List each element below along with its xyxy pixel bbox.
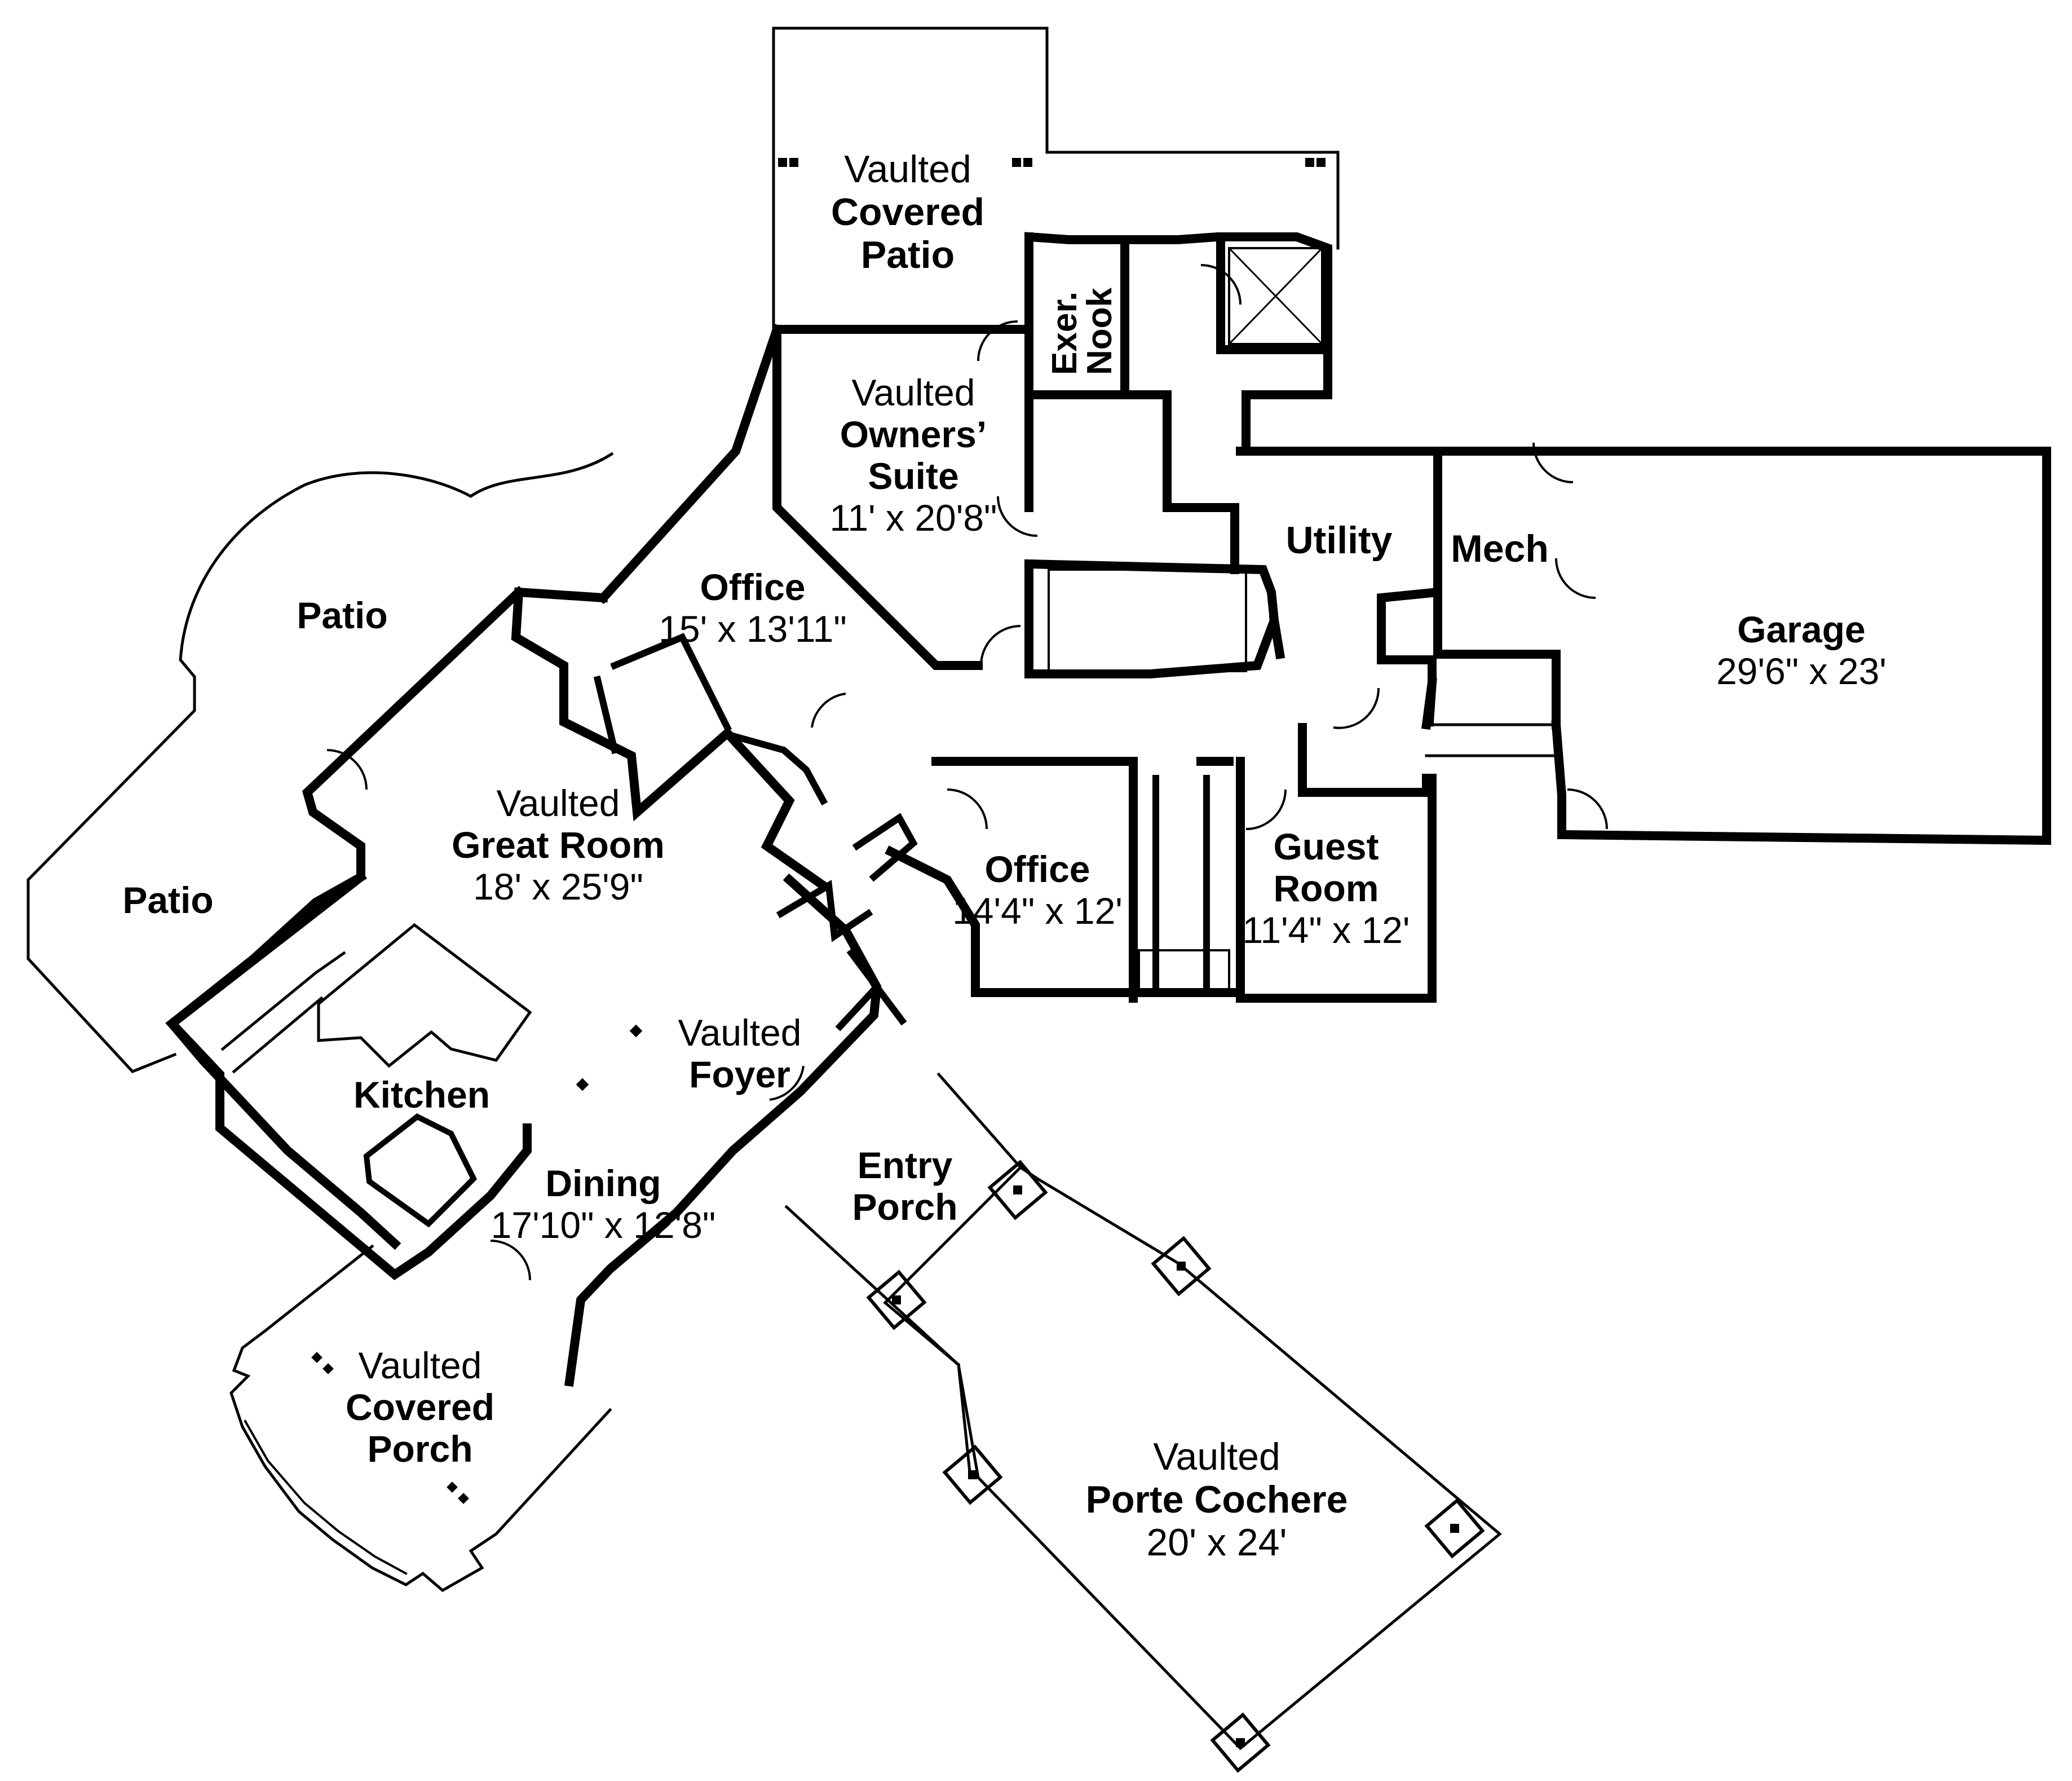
patio-lower-label: Patio <box>122 879 214 921</box>
kitchen-label: Kitchen <box>353 1074 491 1116</box>
great-room-label: Vaulted Great Room 18' x 25'9" <box>452 782 665 907</box>
dining-label: Dining 17'10" x 12'8" <box>491 1162 716 1246</box>
shower <box>1228 247 1323 345</box>
covered-patio-top-label: Vaulted Covered Patio <box>830 148 985 277</box>
lower-rooms-walls <box>885 723 1437 1003</box>
fireplace-hearth <box>363 1113 478 1228</box>
exterior-wall-main <box>165 323 1033 1280</box>
patio-upper-label: Patio <box>297 594 388 636</box>
covered-porch-label: Vaulted Covered Porch <box>345 1344 495 1470</box>
master-tub <box>1048 568 1247 672</box>
bathtub <box>1138 949 1230 991</box>
patio-outline <box>26 452 614 1073</box>
kitchen-counter <box>220 951 346 1074</box>
kitchen-island <box>317 923 532 1068</box>
covered-patio-top-outline <box>772 27 1340 331</box>
utility-label: Utility <box>1285 519 1393 562</box>
exterior-wall-kitchen <box>165 871 401 1250</box>
owners-bath-walls <box>1024 232 1332 557</box>
covered-porch-outline <box>229 1244 612 1593</box>
exer-nook-label: Exer. Nook <box>1045 288 1119 375</box>
mech-label: Mech <box>1451 527 1549 570</box>
owners-suite-label: Vaulted Owners’ Suite 11' x 20'8" <box>829 372 997 539</box>
office-upper-label: Office 15' x 13'11" <box>659 566 847 650</box>
garage-walls <box>1421 447 2051 845</box>
utility-walls <box>1024 447 1442 727</box>
foyer-label: Vaulted Foyer <box>678 1012 802 1095</box>
exterior-wall-foyer <box>564 873 882 1387</box>
garage-label: Garage 29'6" x 23' <box>1716 609 1887 692</box>
office-lower-label: Office 14'4" x 12' <box>952 848 1123 932</box>
guest-room-label: Guest Room 11'4" x 12' <box>1242 826 1410 951</box>
entry-porch-label: Entry Porch <box>852 1144 958 1228</box>
covered-porch-inner <box>244 1419 408 1575</box>
interior-partitions <box>593 633 1210 1031</box>
porte-cochere-label: Vaulted Porte Cochere 20' x 24' <box>1085 1435 1348 1564</box>
garage-connector <box>1425 723 1558 757</box>
